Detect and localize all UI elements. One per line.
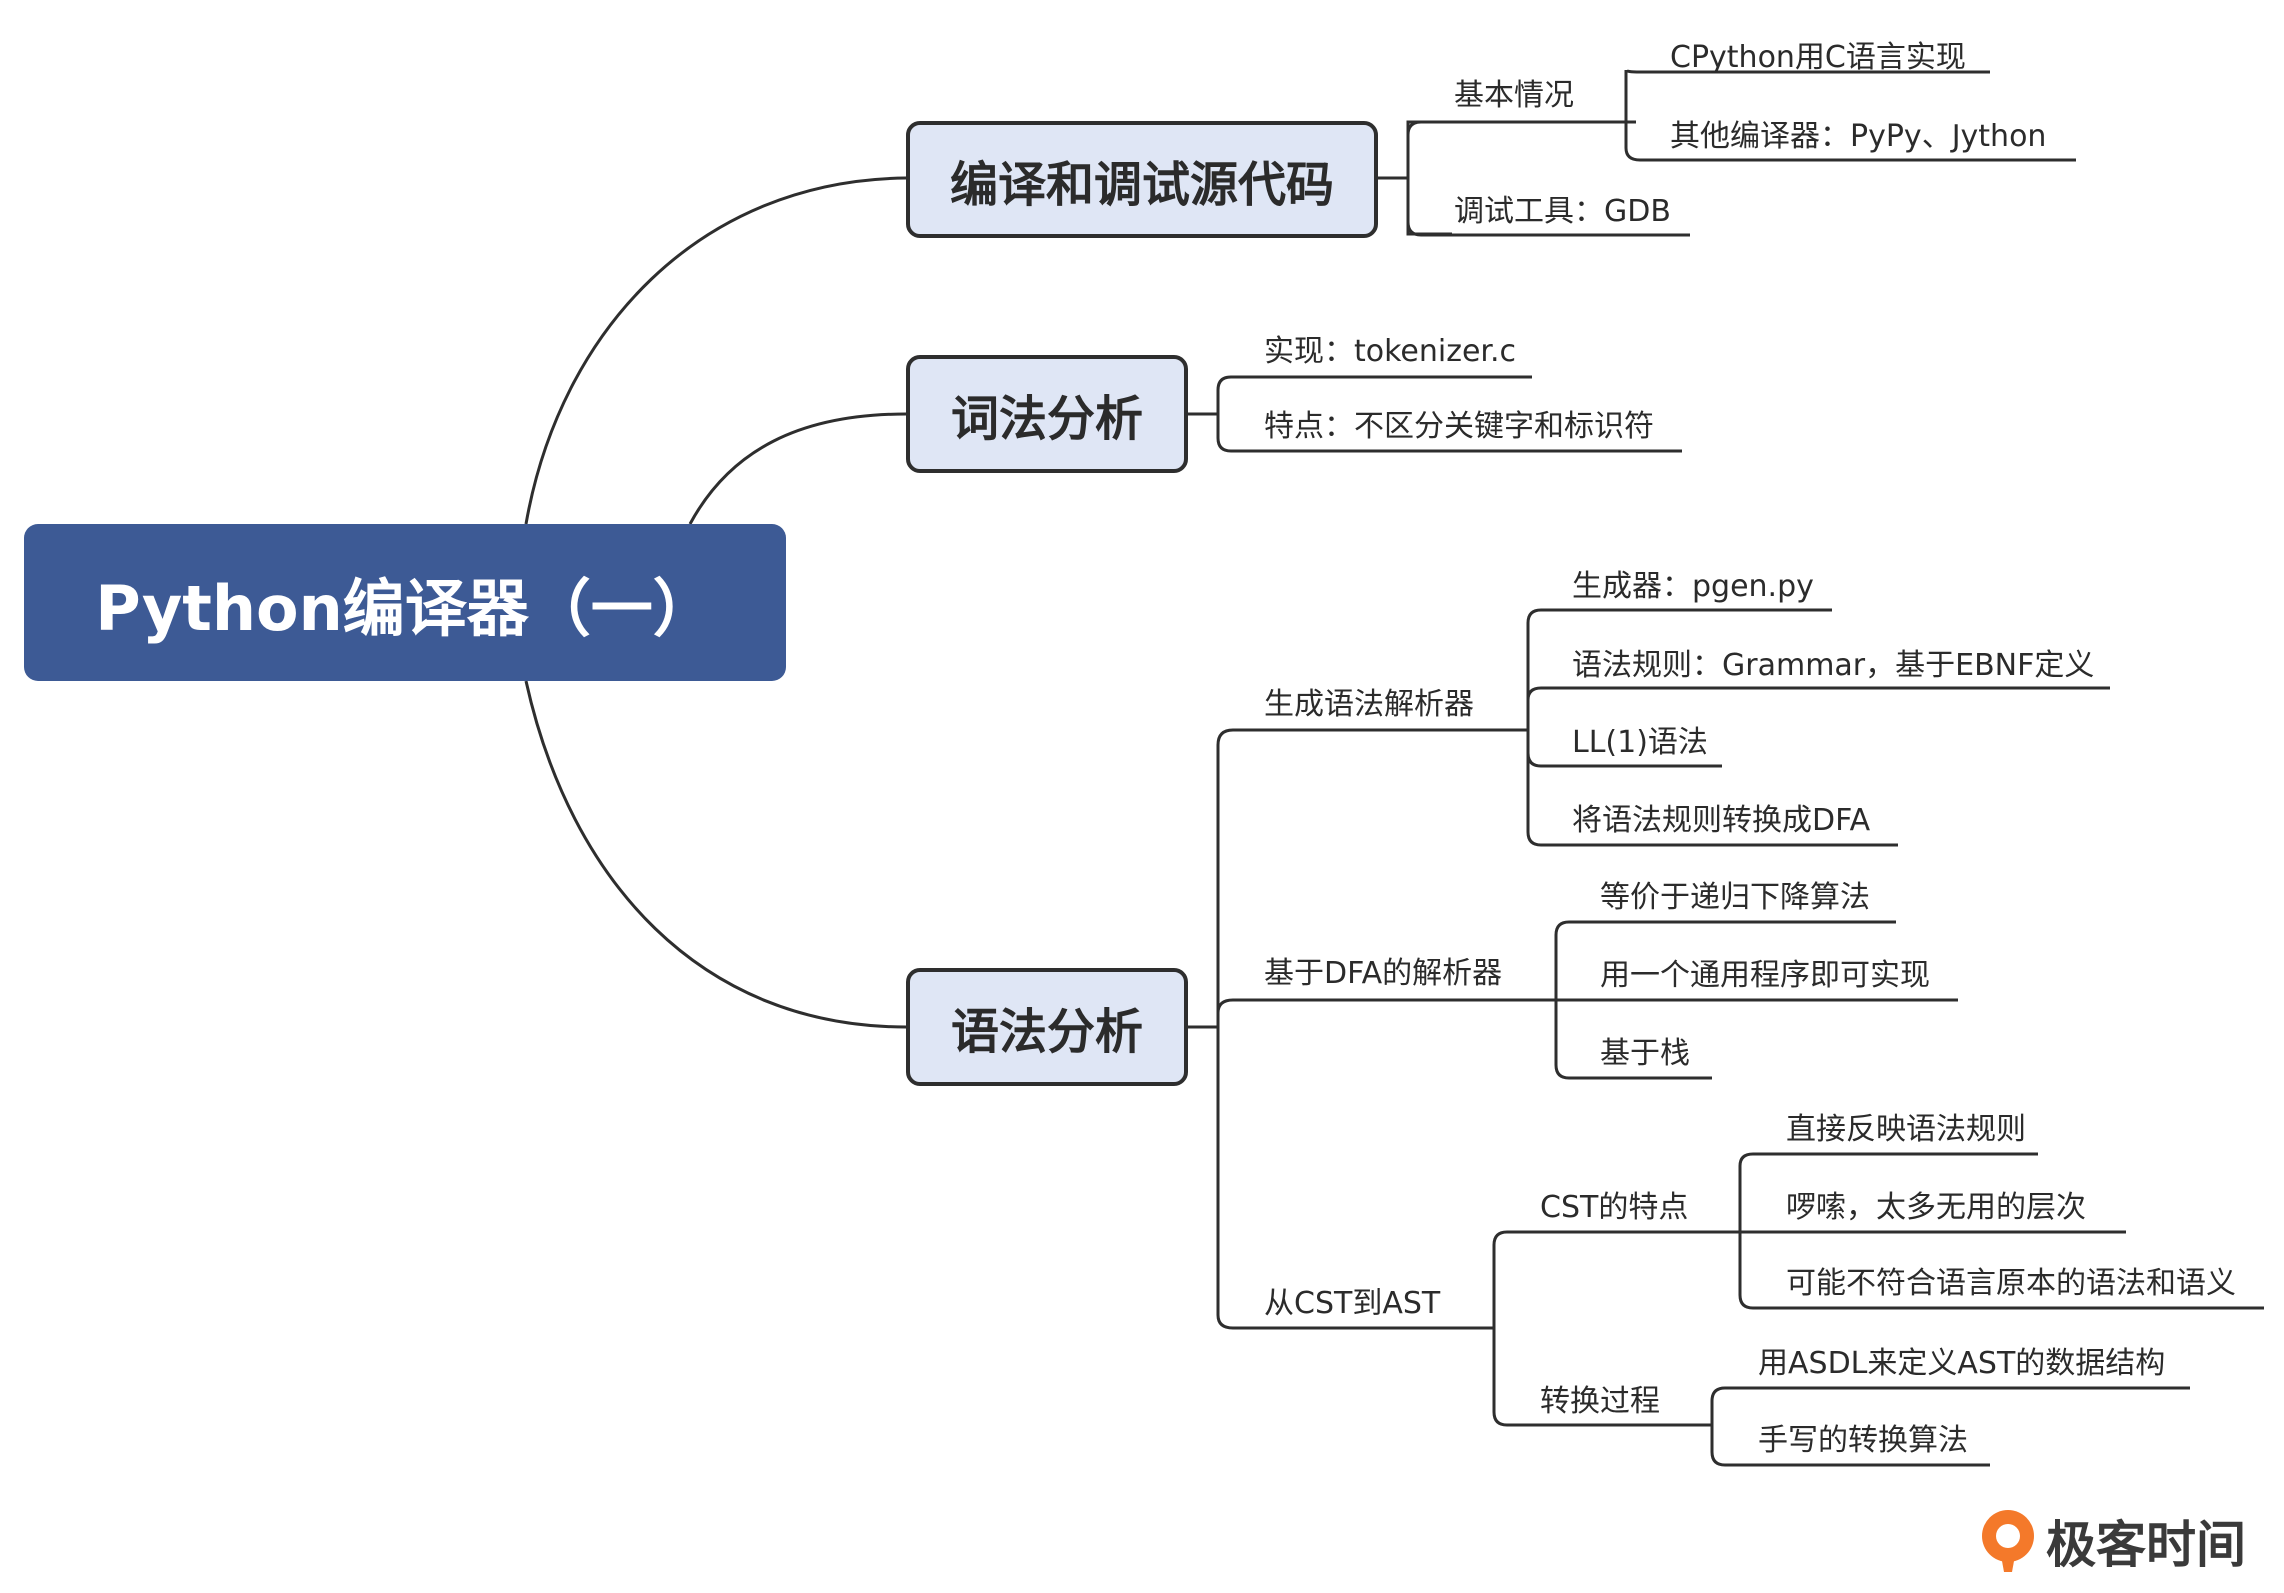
topic-handwritten[interactable]: 手写的转换算法 <box>1758 1423 1968 1458</box>
branch-lexer[interactable]: 词法分析 <box>906 355 1188 473</box>
topic-debug-tool[interactable]: 调试工具：GDB <box>1454 194 1671 229</box>
branch-compile[interactable]: 编译和调试源代码 <box>906 121 1378 238</box>
topic-ll1[interactable]: LL(1)语法 <box>1572 725 1708 760</box>
geektime-logo-icon <box>1982 1510 2034 1572</box>
root-topic[interactable]: Python编译器（一） <box>24 524 786 681</box>
topic-dfa-parser[interactable]: 基于DFA的解析器 <box>1264 956 1503 991</box>
topic-verbose[interactable]: 啰嗦，太多无用的层次 <box>1786 1190 2086 1225</box>
topic-to-dfa[interactable]: 将语法规则转换成DFA <box>1572 803 1871 838</box>
topic-basic[interactable]: 基本情况 <box>1454 78 1574 113</box>
topic-tokenizer[interactable]: 实现：tokenizer.c <box>1264 334 1517 369</box>
topic-reflect-grammar[interactable]: 直接反映语法规则 <box>1786 1112 2026 1147</box>
geektime-logo: 极客时间 <box>1976 1505 2246 1577</box>
branch-parser[interactable]: 语法分析 <box>906 968 1188 1086</box>
topic-other-compilers[interactable]: 其他编译器：PyPy、Jython <box>1670 119 2047 154</box>
topic-cst-to-ast[interactable]: 从CST到AST <box>1264 1286 1441 1321</box>
topic-cst-feature[interactable]: CST的特点 <box>1540 1190 1689 1225</box>
topic-recursive-descent[interactable]: 等价于递归下降算法 <box>1600 880 1870 915</box>
topic-generic-program[interactable]: 用一个通用程序即可实现 <box>1600 958 1930 993</box>
topic-asdl[interactable]: 用ASDL来定义AST的数据结构 <box>1758 1346 2166 1381</box>
topic-grammar-rule[interactable]: 语法规则：Grammar，基于EBNF定义 <box>1572 648 2095 683</box>
topic-mismatch[interactable]: 可能不符合语言原本的语法和语义 <box>1786 1266 2236 1301</box>
topic-lexer-feature[interactable]: 特点：不区分关键字和标识符 <box>1264 409 1654 444</box>
logo-text: 极客时间 <box>2046 1516 2246 1574</box>
topic-stack[interactable]: 基于栈 <box>1600 1036 1690 1071</box>
topic-cpython[interactable]: CPython用C语言实现 <box>1670 40 1966 75</box>
topic-gen-parser[interactable]: 生成语法解析器 <box>1264 687 1474 722</box>
topic-pgen[interactable]: 生成器：pgen.py <box>1572 569 1814 604</box>
topic-convert[interactable]: 转换过程 <box>1540 1384 1660 1419</box>
